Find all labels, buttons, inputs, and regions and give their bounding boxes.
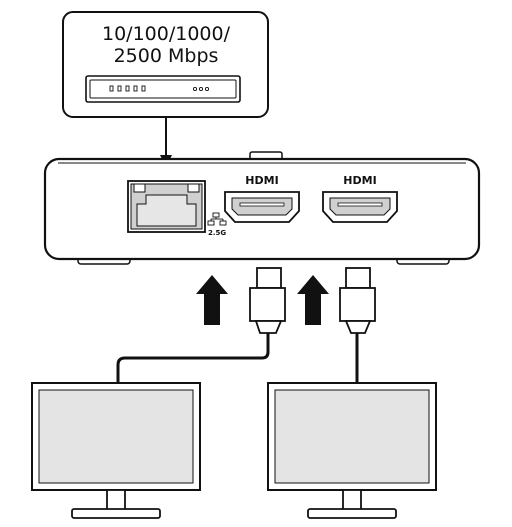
hdmi-port-2: [322, 191, 398, 223]
monitor-2: [267, 382, 437, 519]
speed-label-line2: 2500 Mbps: [114, 45, 219, 67]
monitor-1-stand: [106, 489, 126, 511]
monitor-2-stand: [342, 489, 362, 511]
router-icon: [85, 75, 241, 103]
monitor-1: [31, 382, 201, 519]
hdmi-port-1: [224, 191, 300, 223]
speed-label-line1: 10/100/1000/: [102, 23, 231, 45]
ethernet-speed-label: 2.5G: [208, 229, 226, 237]
up-arrow-right: [297, 275, 329, 325]
hdmi-port-2-label: HDMI: [343, 174, 376, 187]
network-icon: [207, 212, 227, 226]
up-arrow-left: [196, 275, 228, 325]
monitor-1-screen: [38, 389, 194, 484]
hdmi-port-1-label: HDMI: [245, 174, 278, 187]
monitor-2-base: [307, 508, 397, 519]
ethernet-port: [127, 180, 206, 233]
monitor-1-base: [71, 508, 161, 519]
hdmi-cable-1: [116, 333, 270, 383]
monitor-2-screen: [274, 389, 430, 484]
router-callout: 10/100/1000/ 2500 Mbps: [62, 11, 269, 118]
hdmi-plug-2: [339, 267, 376, 334]
hdmi-plug-1: [249, 267, 286, 334]
